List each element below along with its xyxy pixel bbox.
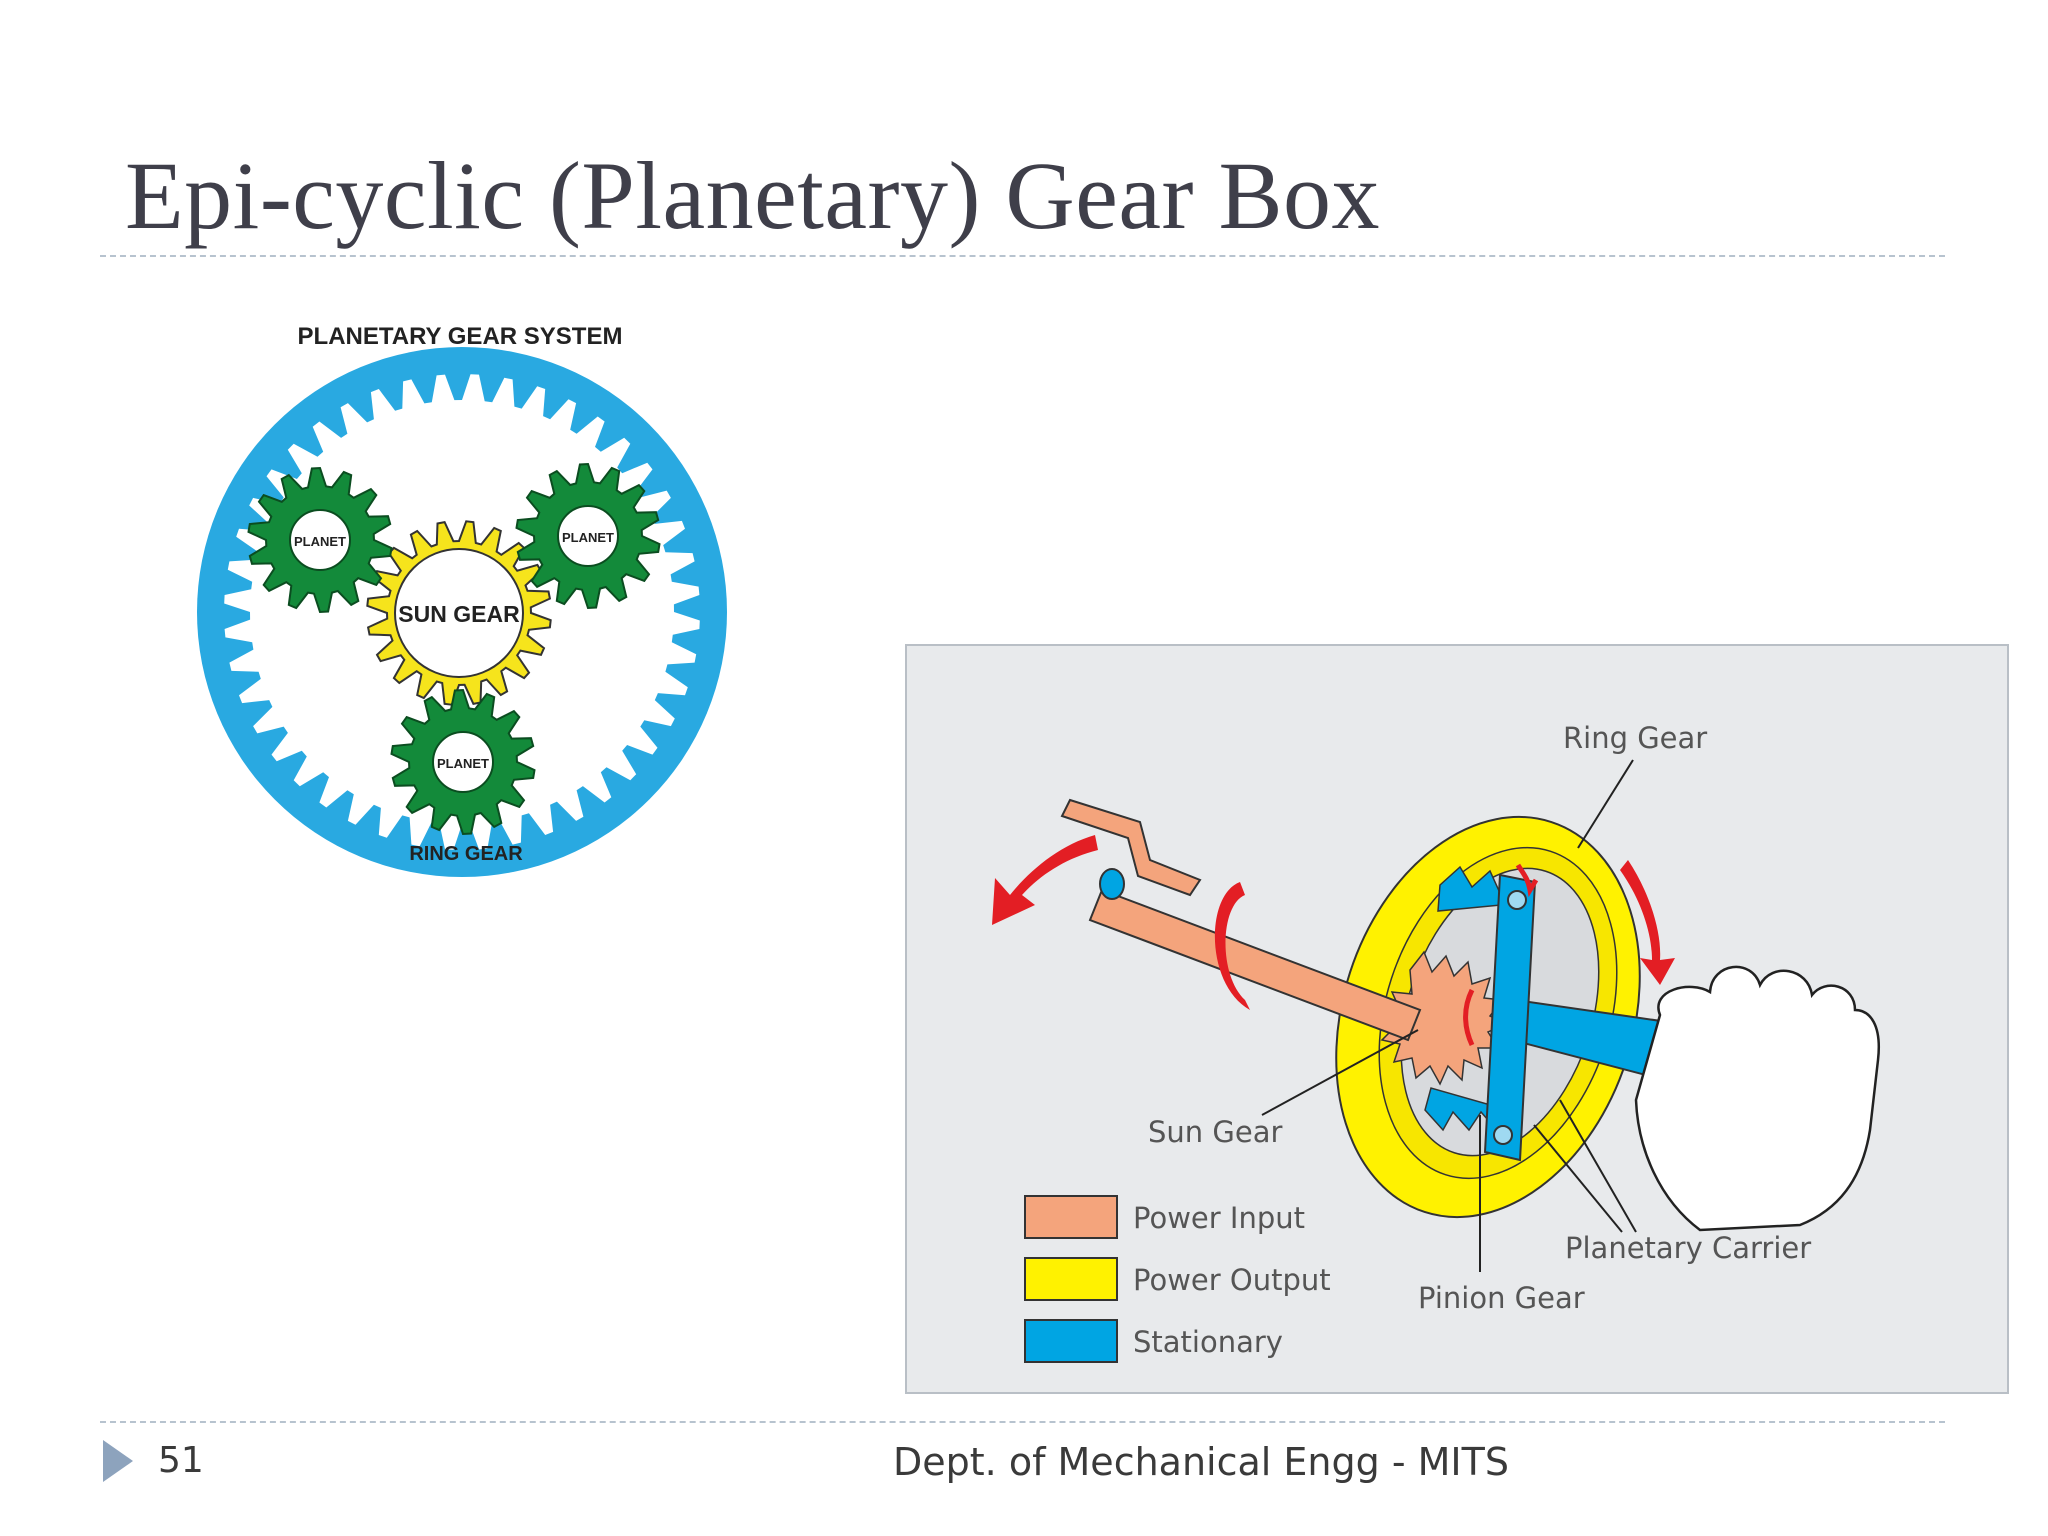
legend-label: Stationary xyxy=(1133,1325,1283,1359)
carrier-pin-top xyxy=(1507,890,1527,910)
planet-gear-left: PLANET xyxy=(247,466,393,614)
ring-gear-callout: Ring Gear xyxy=(1563,721,1707,755)
carrier-callout-line-2 xyxy=(1533,1124,1623,1233)
legend-label: Power Output xyxy=(1133,1263,1331,1297)
legend: Power Input Power Output Stationary xyxy=(1024,1195,1331,1363)
legend-swatch-power-output xyxy=(1024,1257,1118,1301)
planetary-carrier-callout: Planetary Carrier xyxy=(1565,1231,1811,1265)
planet-gear-bottom: PLANET xyxy=(390,688,536,836)
footer-divider xyxy=(100,1421,1945,1423)
footer-text: Dept. of Mechanical Engg - MITS xyxy=(893,1440,1509,1484)
planet-label: PLANET xyxy=(562,530,614,545)
ring-gear-callout-line xyxy=(1577,759,1634,849)
hand-holding-shaft xyxy=(1634,965,1881,1232)
planetary-carrier xyxy=(1483,873,1537,1162)
sun-gear-callout: Sun Gear xyxy=(1148,1115,1282,1149)
sun-gear: SUN GEAR xyxy=(366,520,552,706)
footer-arrow-icon xyxy=(103,1440,133,1482)
planetary-gear-system-title: PLANETARY GEAR SYSTEM xyxy=(298,323,623,350)
legend-swatch-power-input xyxy=(1024,1195,1118,1239)
legend-label: Power Input xyxy=(1133,1201,1305,1235)
pinion-gear-callout: Pinion Gear xyxy=(1418,1281,1585,1315)
planet-label: PLANET xyxy=(294,534,346,549)
carrier-callout-line-1 xyxy=(1559,1099,1637,1233)
crank-rotation-arrow xyxy=(992,835,1098,925)
sun-rotation-arrow xyxy=(1463,988,1475,1047)
planet-label: PLANET xyxy=(437,756,489,771)
pinion-rotation-arrow-top xyxy=(1515,863,1539,898)
sun-gear-callout-line xyxy=(1261,1029,1419,1116)
title-divider xyxy=(100,255,1945,257)
input-crank xyxy=(1060,798,1202,897)
input-shaft xyxy=(1088,888,1422,1042)
slide-title: Epi-cyclic (Planetary) Gear Box xyxy=(125,142,1380,249)
carrier-pin-bottom xyxy=(1493,1125,1513,1145)
pinion-gear-bottom xyxy=(1424,1087,1502,1132)
input-rotation-arrow xyxy=(1214,882,1250,1010)
sun-gear-label: SUN GEAR xyxy=(398,601,520,627)
ring-gear-label: RING GEAR xyxy=(409,843,523,865)
planet-gear-right: PLANET xyxy=(515,462,661,610)
legend-swatch-stationary xyxy=(1024,1319,1118,1363)
output-rotation-arrow xyxy=(1620,860,1675,985)
input-shaft-end xyxy=(1099,868,1125,900)
page-number: 51 xyxy=(158,1440,204,1481)
